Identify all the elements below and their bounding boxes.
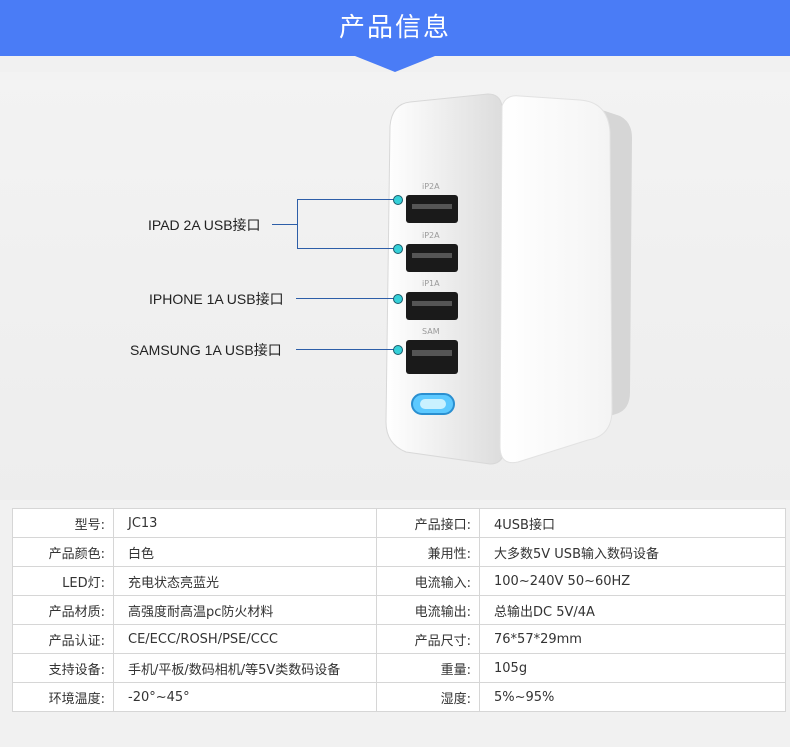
spec-key: 电流输出: — [376, 595, 480, 625]
spec-value: 高强度耐高温pc防火材料 — [113, 595, 377, 625]
spec-value: 手机/平板/数码相机/等5V类数码设备 — [113, 653, 377, 683]
iphone-port-label: IPHONE 1A USB接口 — [149, 291, 284, 307]
spec-value: CE/ECC/ROSH/PSE/CCC — [113, 624, 377, 654]
port-dot — [393, 345, 403, 355]
spec-value: 白色 — [113, 537, 377, 567]
spec-value: JC13 — [113, 508, 377, 538]
spec-key: 产品颜色: — [12, 537, 114, 567]
usb-charger-image: iP2A iP2A iP1A SAM — [385, 93, 632, 465]
spec-key: 支持设备: — [12, 653, 114, 683]
samsung-port-label: SAMSUNG 1A USB接口 — [130, 342, 282, 358]
spec-value: 大多数5V USB输入数码设备 — [479, 537, 786, 567]
spec-value: 4USB接口 — [479, 508, 786, 538]
spec-key: 产品尺寸: — [376, 624, 480, 654]
spec-value: 105g — [479, 653, 786, 683]
section-banner — [0, 0, 790, 56]
port-label: SAM — [422, 327, 440, 336]
callout-line — [297, 199, 397, 200]
banner-arrow — [355, 56, 435, 72]
table-row: 产品材质: 高强度耐高温pc防火材料 电流输出: 总输出DC 5V/4A — [12, 595, 786, 625]
spec-value: 充电状态亮蓝光 — [113, 566, 377, 596]
spec-value: 总输出DC 5V/4A — [479, 595, 786, 625]
spec-value: 100~240V 50~60HZ — [479, 566, 786, 596]
table-row: 支持设备: 手机/平板/数码相机/等5V类数码设备 重量: 105g — [12, 653, 786, 683]
spec-key: 湿度: — [376, 682, 480, 712]
callout-line — [296, 298, 397, 299]
spec-key: 重量: — [376, 653, 480, 683]
port-label: iP2A — [422, 231, 440, 240]
spec-key: LED灯: — [12, 566, 114, 596]
spec-key: 产品认证: — [12, 624, 114, 654]
spec-key: 型号: — [12, 508, 114, 538]
port-dot — [393, 195, 403, 205]
port-dot — [393, 244, 403, 254]
spec-key: 产品接口: — [376, 508, 480, 538]
spec-table: 型号: JC13 产品接口: 4USB接口 产品颜色: 白色 兼用性: 大多数5… — [12, 508, 786, 712]
callout-line — [297, 248, 397, 249]
spec-key: 产品材质: — [12, 595, 114, 625]
port-label: iP1A — [422, 279, 440, 288]
table-row: 环境温度: -20°~45° 湿度: 5%~95% — [12, 682, 786, 712]
spec-value: -20°~45° — [113, 682, 377, 712]
port-label: iP2A — [422, 182, 440, 191]
table-row: 型号: JC13 产品接口: 4USB接口 — [12, 508, 786, 538]
ipad-port-label: IPAD 2A USB接口 — [148, 217, 261, 233]
spec-key: 电流输入: — [376, 566, 480, 596]
spec-key: 环境温度: — [12, 682, 114, 712]
section-title: 产品信息 — [338, 13, 451, 43]
spec-value: 5%~95% — [479, 682, 786, 712]
table-row: 产品颜色: 白色 兼用性: 大多数5V USB输入数码设备 — [12, 537, 786, 567]
spec-key: 兼用性: — [376, 537, 480, 567]
callout-line — [272, 224, 298, 225]
spec-value: 76*57*29mm — [479, 624, 786, 654]
table-row: 产品认证: CE/ECC/ROSH/PSE/CCC 产品尺寸: 76*57*29… — [12, 624, 786, 654]
callout-line — [296, 349, 397, 350]
port-dot — [393, 294, 403, 304]
table-row: LED灯: 充电状态亮蓝光 电流输入: 100~240V 50~60HZ — [12, 566, 786, 596]
